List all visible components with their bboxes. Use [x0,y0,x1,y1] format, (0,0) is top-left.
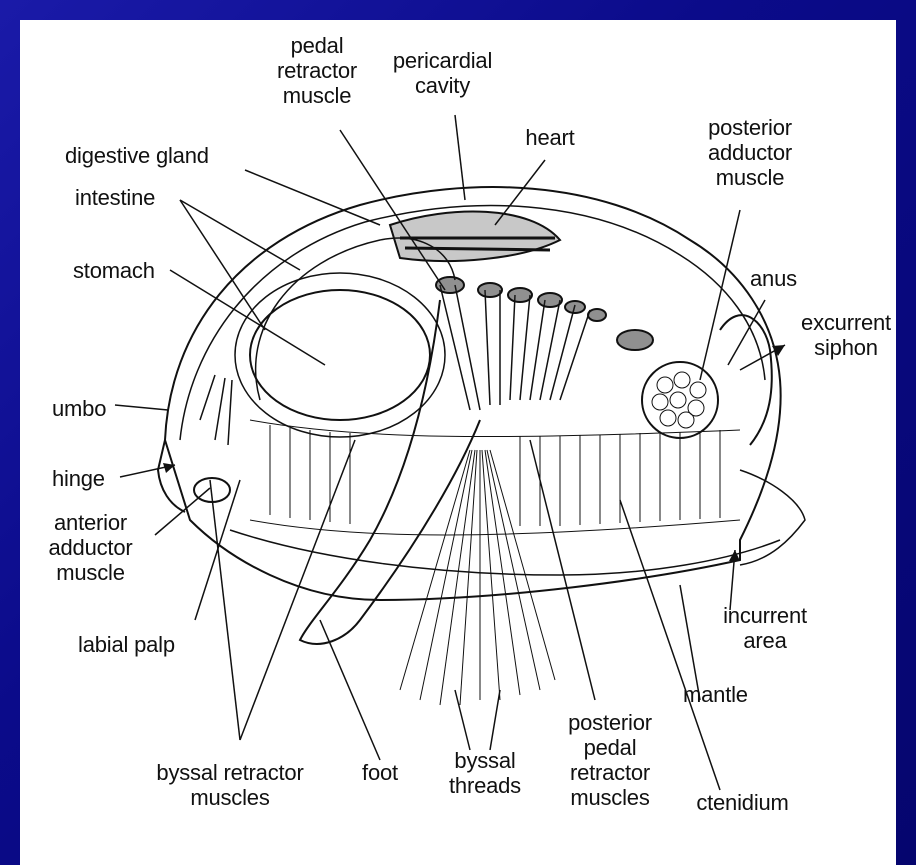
label-posterior-adductor-muscle: posterior adductor muscle [695,115,805,190]
retractor-ends [436,277,653,350]
label-byssal-threads: byssal threads [430,748,540,798]
label-digestive-gland: digestive gland [65,143,209,168]
label-heart: heart [515,125,585,150]
label-ctenidium: ctenidium [680,790,805,815]
label-anus: anus [750,266,797,291]
label-foot: foot [350,760,410,785]
posterior-adductor-shape [642,362,718,438]
adductor-cells [652,372,706,428]
label-mantle: mantle [683,682,748,707]
label-byssal-retractor-muscles: byssal retractor muscles [130,760,330,810]
label-excurrent-siphon: excurrent siphon [790,310,902,360]
label-stomach: stomach [73,258,155,283]
label-hinge: hinge [52,466,105,491]
heart-shape [390,211,560,261]
label-pericardial-cavity: pericardial cavity [375,48,510,98]
label-labial-palp: labial palp [78,632,175,657]
label-intestine: intestine [75,185,155,210]
byssal-threads-lines [400,450,555,705]
label-pedal-retractor-muscle: pedal retractor muscle [262,33,372,108]
foot-shape [300,300,480,644]
labial-palp-shape [200,375,232,445]
label-anterior-adductor-muscle: anterior adductor muscle [28,510,153,585]
stomach-shape [250,290,430,420]
umbo-region [158,440,185,512]
digestive-gland-shape [235,273,445,437]
label-umbo: umbo [52,396,106,421]
label-posterior-pedal-retractor-muscles: posterior pedal retractor muscles [555,710,665,810]
label-incurrent-area: incurrent area [710,603,820,653]
